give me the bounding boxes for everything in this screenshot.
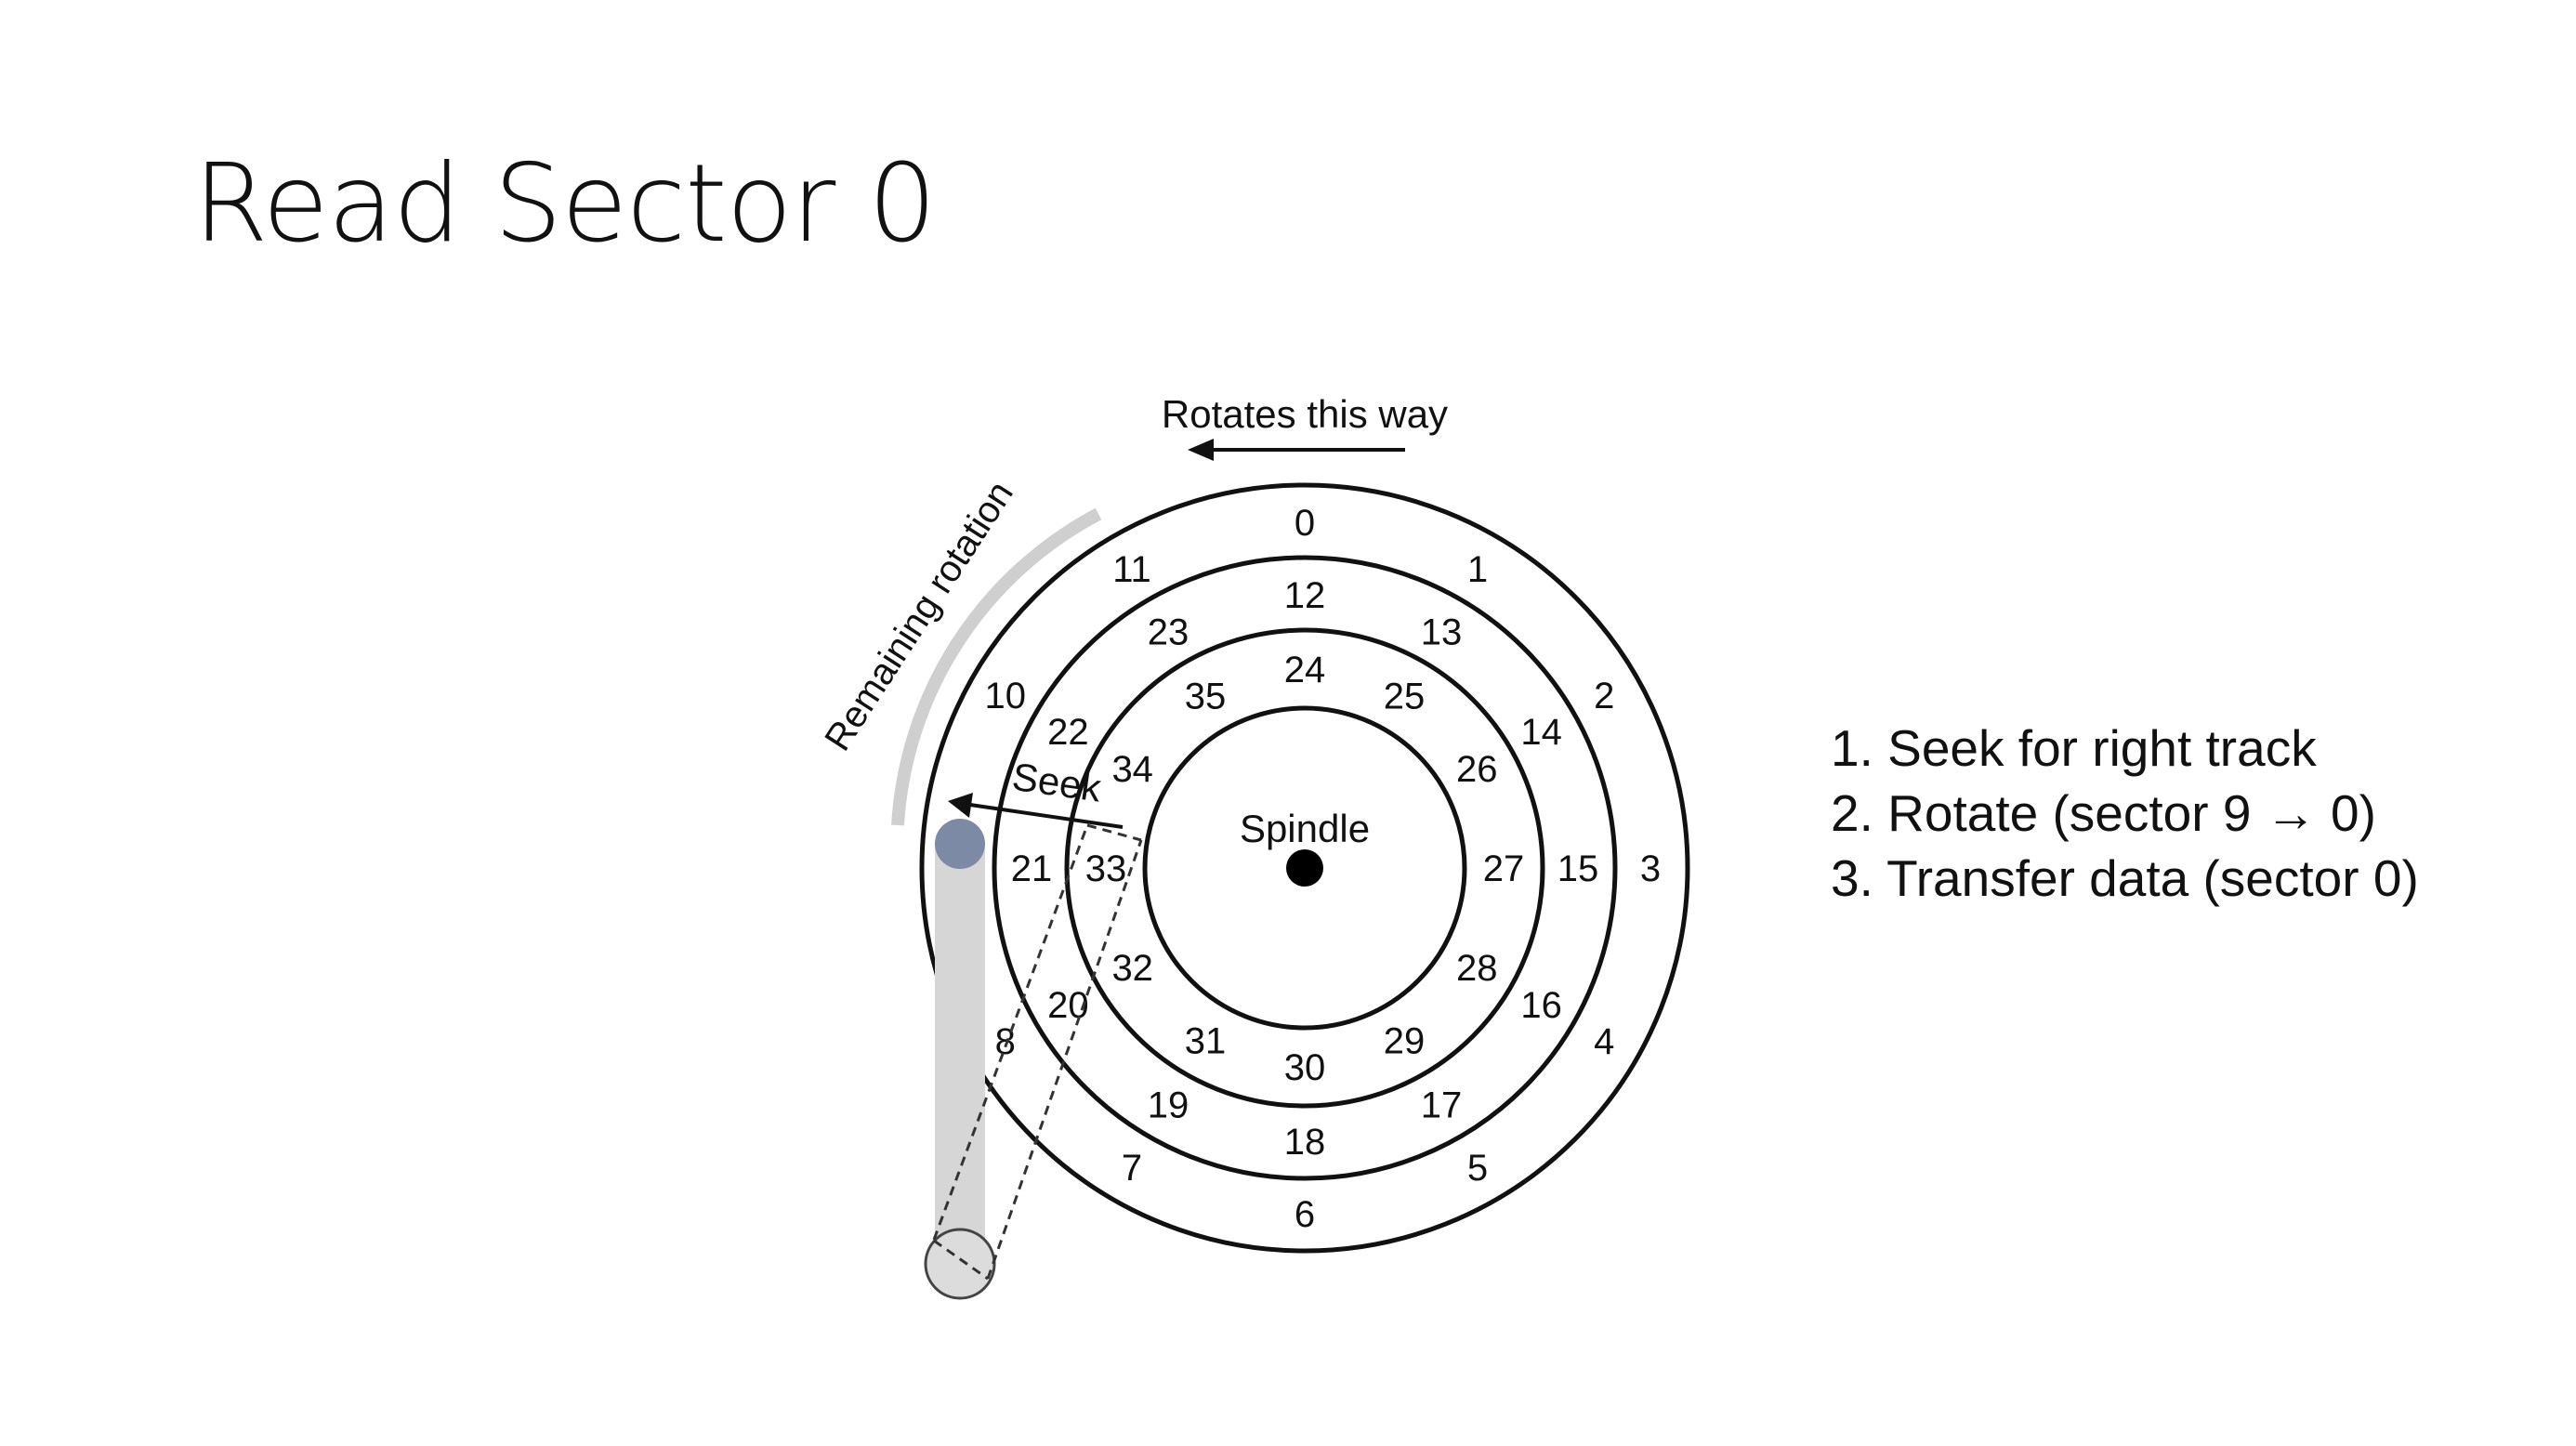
seek-target-outline	[986, 839, 1143, 1280]
step-item: 3. Transfer data (sector 0)	[1831, 849, 2419, 907]
sector-label-13: 13	[1421, 611, 1463, 652]
middle-track-boundary	[992, 555, 1618, 1181]
sector-label-1: 1	[1467, 549, 1488, 590]
sector-label-28: 28	[1456, 948, 1498, 989]
sector-label-34: 34	[1111, 749, 1153, 790]
disk-head	[935, 819, 985, 869]
sector-label-24: 24	[1284, 650, 1326, 690]
sector-label-30: 30	[1284, 1047, 1326, 1088]
sector-label-23: 23	[1148, 611, 1189, 652]
sector-label-19: 19	[1148, 1085, 1189, 1126]
rotation-label: Rotates this way	[1162, 392, 1448, 436]
sector-label-25: 25	[1384, 677, 1426, 717]
remaining-rotation-arc	[891, 507, 1102, 826]
sector-label-12: 12	[1284, 575, 1326, 616]
sector-label-14: 14	[1520, 712, 1562, 753]
rotation-arrow-head	[1188, 439, 1214, 461]
sector-label-4: 4	[1594, 1021, 1614, 1062]
slide-title: Read Sector 0	[193, 141, 937, 267]
sector-label-26: 26	[1456, 749, 1498, 790]
sector-label-2: 2	[1594, 676, 1614, 716]
sector-label-16: 16	[1520, 985, 1562, 1026]
sector-label-5: 5	[1467, 1148, 1488, 1189]
sector-label-27: 27	[1483, 848, 1525, 889]
seek-target-outline	[932, 824, 1089, 1241]
sector-label-18: 18	[1284, 1122, 1326, 1163]
sector-label-31: 31	[1185, 1020, 1227, 1061]
sector-label-33: 33	[1085, 848, 1127, 889]
sector-label-22: 22	[1047, 712, 1089, 753]
step-item: 2. Rotate (sector 9 → 0)	[1831, 784, 2376, 842]
seek-arrow-shaft	[969, 803, 1124, 829]
spindle-track-boundary	[1142, 705, 1467, 1031]
sector-label-0: 0	[1295, 503, 1315, 544]
inner-track-boundary	[1064, 627, 1545, 1109]
step-item: 1. Seek for right track	[1831, 719, 2317, 777]
spindle	[1286, 849, 1323, 887]
arm-pivot-dash	[933, 1239, 989, 1281]
sector-label-3: 3	[1640, 848, 1661, 889]
sector-label-21: 21	[1011, 848, 1053, 889]
sector-label-35: 35	[1185, 677, 1227, 717]
sector-label-17: 17	[1421, 1085, 1463, 1126]
sector-label-32: 32	[1111, 948, 1153, 989]
sector-label-10: 10	[985, 676, 1027, 716]
steps-list: 1. Seek for right track 2. Rotate (secto…	[1831, 716, 2419, 911]
seek-arrow-head	[948, 793, 973, 818]
sector-label-15: 15	[1557, 848, 1599, 889]
arm-pivot	[924, 1228, 996, 1300]
sector-label-29: 29	[1384, 1020, 1426, 1061]
sector-label-7: 7	[1122, 1148, 1142, 1189]
spindle-label: Spindle	[1240, 807, 1370, 850]
sector-label-6: 6	[1295, 1194, 1315, 1235]
outer-track-boundary	[919, 482, 1690, 1254]
sector-label-11: 11	[1112, 549, 1151, 590]
disk-arm	[935, 842, 985, 1264]
